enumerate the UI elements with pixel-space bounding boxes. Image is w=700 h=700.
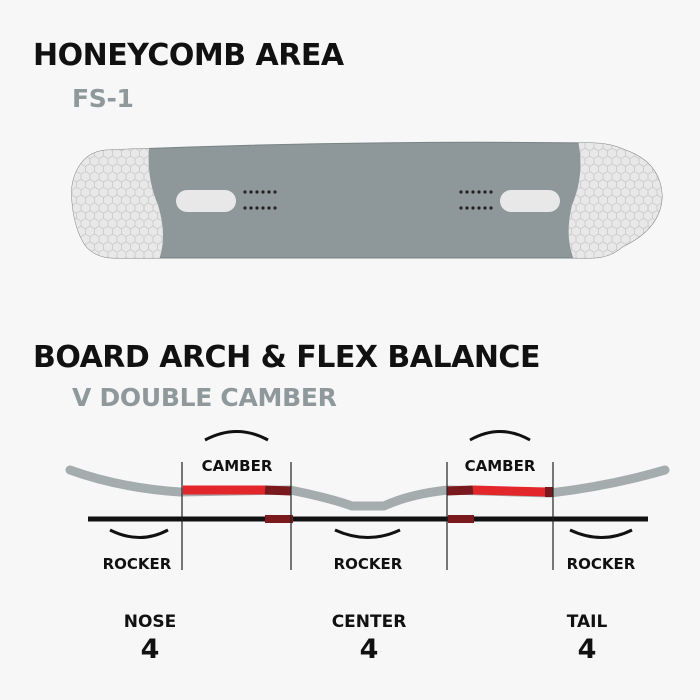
snowboard-top-view <box>71 141 663 259</box>
camber-arc-icon-right <box>469 430 531 442</box>
camber-zone-right <box>472 485 548 497</box>
binding-insert-slot-right <box>500 190 560 212</box>
insert-holes-right <box>459 190 493 210</box>
flex-zone-name: TAIL <box>566 612 608 632</box>
camber-arc-icon-left <box>204 430 269 442</box>
flex-zone-name: CENTER <box>331 612 407 632</box>
insert-holes-left <box>243 190 277 210</box>
rocker-arc-icon-right <box>569 528 633 539</box>
rocker-label-left: ROCKER <box>103 555 172 573</box>
rocker-arc-icon-left <box>109 528 169 539</box>
zone-dividers <box>181 462 554 570</box>
rocker-label-center: ROCKER <box>334 555 403 573</box>
flex-zone-value: 4 <box>577 634 597 665</box>
arch-flex-title: BOARD ARCH & FLEX BALANCE <box>33 340 540 375</box>
camber-label-right: CAMBER <box>465 457 536 475</box>
profile-type-label: V DOUBLE CAMBER <box>72 383 337 412</box>
flex-zone-value: 4 <box>359 634 379 665</box>
honeycomb-area-title: HONEYCOMB AREA <box>33 38 344 73</box>
rocker-label-right: ROCKER <box>567 555 636 573</box>
flex-zone-nose: NOSE 4 <box>80 612 220 665</box>
flex-zone-name: NOSE <box>123 612 177 632</box>
camber-label-left: CAMBER <box>202 457 273 475</box>
board-arch-profile: CAMBER CAMBER ROCKER ROCKER ROCKER <box>65 430 670 573</box>
flex-zone-center: CENTER 4 <box>299 612 439 665</box>
flex-zone-value: 4 <box>140 634 160 665</box>
flex-zone-tail: TAIL 4 <box>517 612 657 665</box>
rocker-arc-icon-center <box>334 528 401 539</box>
board-model-label: FS-1 <box>72 84 134 113</box>
profile-curve <box>65 465 670 511</box>
binding-insert-slot-left <box>176 190 236 212</box>
